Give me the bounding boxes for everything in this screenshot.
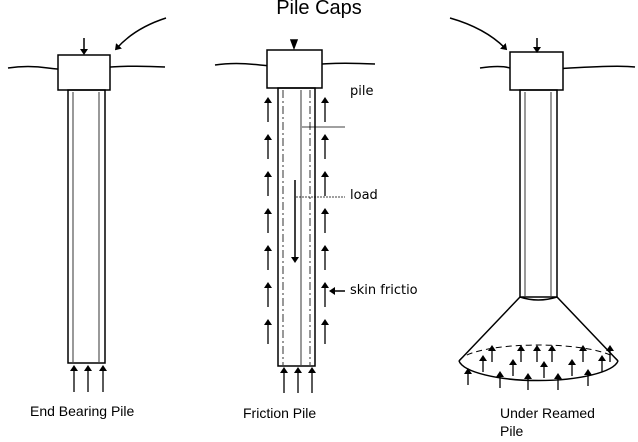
friction-pile [214,39,376,367]
diagram-title: Pile Caps [276,0,362,19]
end-bearing-pile [7,17,167,364]
load-arrow-icon [289,39,299,51]
curved-arrow-icon [114,17,167,51]
pile-cap [509,51,564,91]
pile-shaft [519,89,558,298]
load-annotation: load [350,188,378,203]
end-bearing-pile-caption: End Bearing Pile [30,403,135,419]
bell [458,296,619,362]
curved-arrow-icon [449,17,508,51]
pile-cap [57,54,111,91]
under-reamed-pile [449,17,636,382]
skin-friction-annotation: skin frictio [350,283,418,298]
under-reamed-caption-line2: Pile [500,423,524,439]
pile-shaft [67,89,106,364]
friction-pile-caption: Friction Pile [243,405,317,421]
pile-cap [266,49,323,89]
pile-shaft [277,87,316,367]
pile-annotation: pile [350,84,374,99]
under-reamed-caption-line1: Under Reamed [500,405,595,421]
